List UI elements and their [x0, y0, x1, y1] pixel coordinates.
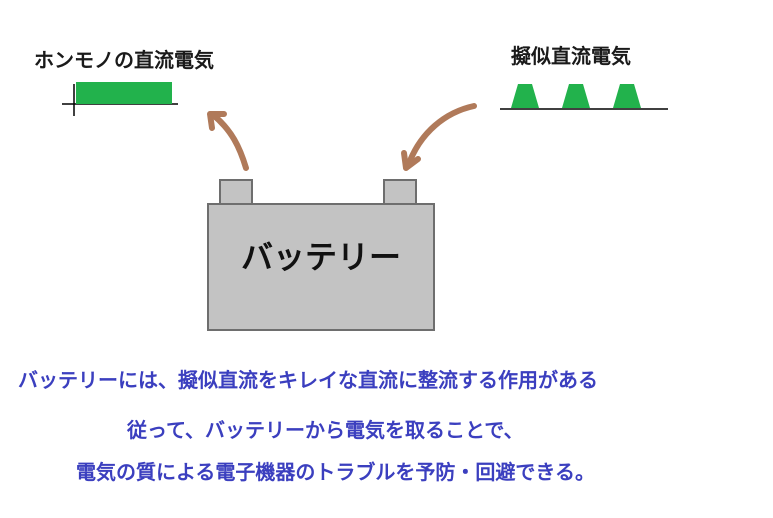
- battery-body: [207, 203, 435, 331]
- real-dc-signal: [62, 82, 178, 116]
- battery: [207, 179, 435, 331]
- battery-terminal-left: [219, 179, 253, 205]
- pseudo-dc-pulse: [562, 84, 590, 108]
- real-dc-bar: [76, 82, 172, 104]
- caption-line-1: バッテリーには、擬似直流をキレイな直流に整流する作用がある: [18, 368, 598, 392]
- caption-line-3: 電気の質による電子機器のトラブルを予防・回避できる。: [76, 460, 595, 484]
- battery-label: バッテリー: [240, 238, 401, 276]
- curved-arrow-up-left-icon: [207, 111, 249, 171]
- pseudo-dc-pulse: [613, 84, 641, 108]
- pseudo-dc-pulse: [511, 84, 539, 108]
- pseudo-dc-label: 擬似直流電気: [511, 44, 631, 68]
- caption-line-2: 従って、バッテリーから電気を取ることで、: [127, 418, 524, 442]
- curved-arrow-down-left-icon: [401, 103, 477, 171]
- real-dc-label: ホンモノの直流電気: [34, 48, 214, 72]
- battery-terminal-right: [383, 179, 417, 205]
- pseudo-dc-signal: [500, 84, 668, 110]
